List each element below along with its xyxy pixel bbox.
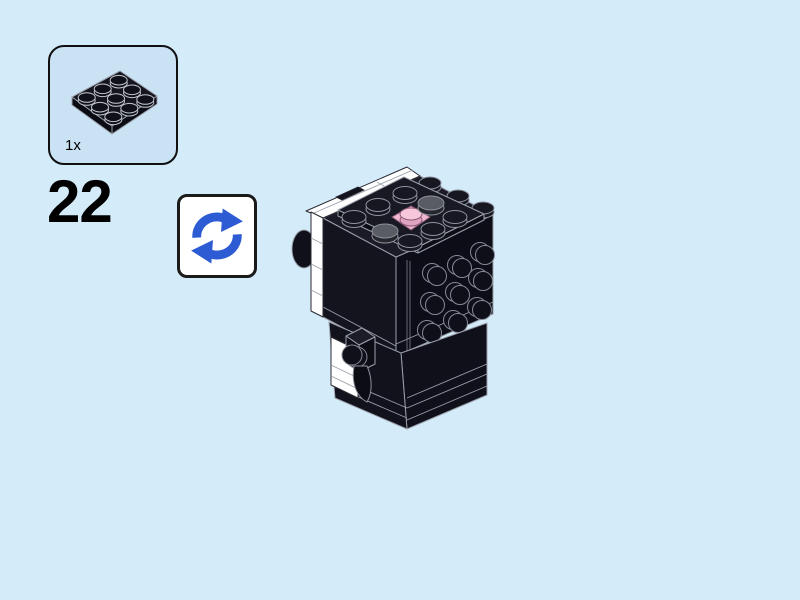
part-count-label: 1x xyxy=(65,137,81,154)
rotate-arrows-icon xyxy=(191,208,243,264)
top-plate-3x3 xyxy=(337,176,485,254)
torso xyxy=(328,321,488,430)
parts-callout-box: 1x xyxy=(48,45,178,165)
head xyxy=(305,166,495,357)
white-back-tiles xyxy=(305,166,421,219)
part-plate-3x3-black-icon xyxy=(71,70,158,135)
gray-round-plates xyxy=(371,195,445,244)
white-back-column xyxy=(310,211,324,318)
tie-block xyxy=(341,327,376,373)
rotate-indicator xyxy=(177,194,257,278)
part-plate-3x3 xyxy=(71,70,158,135)
step-number: 22 xyxy=(47,168,113,235)
model-render xyxy=(291,166,495,430)
head-side-studs xyxy=(417,242,495,343)
tie-teardrop xyxy=(352,365,372,403)
